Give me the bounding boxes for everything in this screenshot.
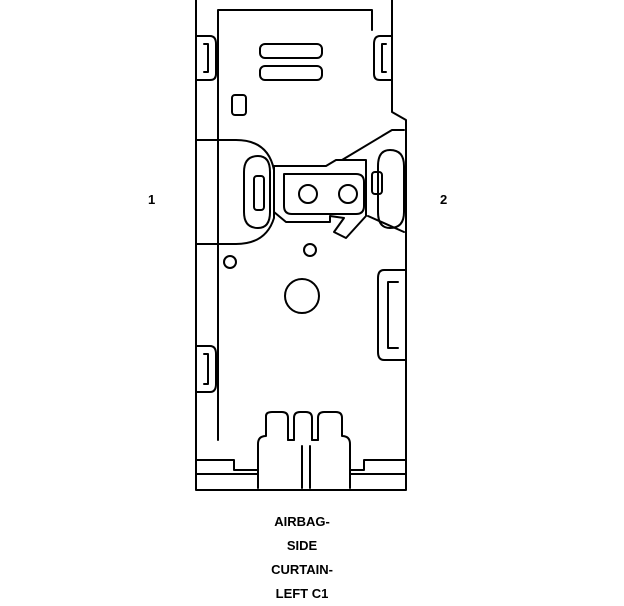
latch-top-left-inner	[204, 44, 208, 72]
latch-bottom-left-inner	[204, 354, 208, 384]
bottom-ledge-right	[350, 460, 406, 474]
pin-label-1: 1	[148, 192, 156, 207]
latch-top-right-inner	[382, 44, 386, 72]
right-wedge-lines	[342, 130, 404, 232]
small-square-hole	[232, 95, 246, 115]
connector-inner-border	[218, 10, 372, 440]
connector-caption: AIRBAG- SIDE CURTAIN- LEFT C1	[212, 510, 392, 606]
wire-lock-body	[258, 412, 350, 488]
right-terminal-clip	[378, 150, 404, 228]
caption-line-4: LEFT C1	[275, 586, 329, 601]
terminal-hole-1	[299, 185, 317, 203]
top-slot-1	[260, 44, 322, 58]
latch-top-right	[374, 36, 392, 80]
terminal-hole-2	[339, 185, 357, 203]
left-terminal-slot	[254, 176, 264, 210]
small-hole-center	[304, 244, 316, 256]
connector-body-outline	[196, 0, 406, 490]
wire-lock-rib-lines	[288, 440, 318, 488]
caption-line-1: AIRBAG-	[274, 514, 330, 529]
latch-right-middle	[378, 270, 406, 360]
pin-label-2: 2	[440, 192, 448, 207]
latch-top-left	[196, 36, 216, 80]
terminal-plate-inner	[284, 174, 364, 214]
caption-line-3: CURTAIN-	[271, 562, 333, 577]
small-hole-left	[224, 256, 236, 268]
top-slot-2	[260, 66, 322, 80]
caption-line-2: SIDE	[286, 538, 318, 553]
bottom-ledge-left	[196, 460, 258, 474]
right-terminal-slot	[372, 172, 382, 194]
latch-bottom-left	[196, 346, 216, 392]
terminal-plate	[274, 160, 366, 238]
large-hole	[285, 279, 319, 313]
left-terminal-clip	[244, 156, 270, 228]
latch-right-middle-inner	[388, 282, 398, 348]
